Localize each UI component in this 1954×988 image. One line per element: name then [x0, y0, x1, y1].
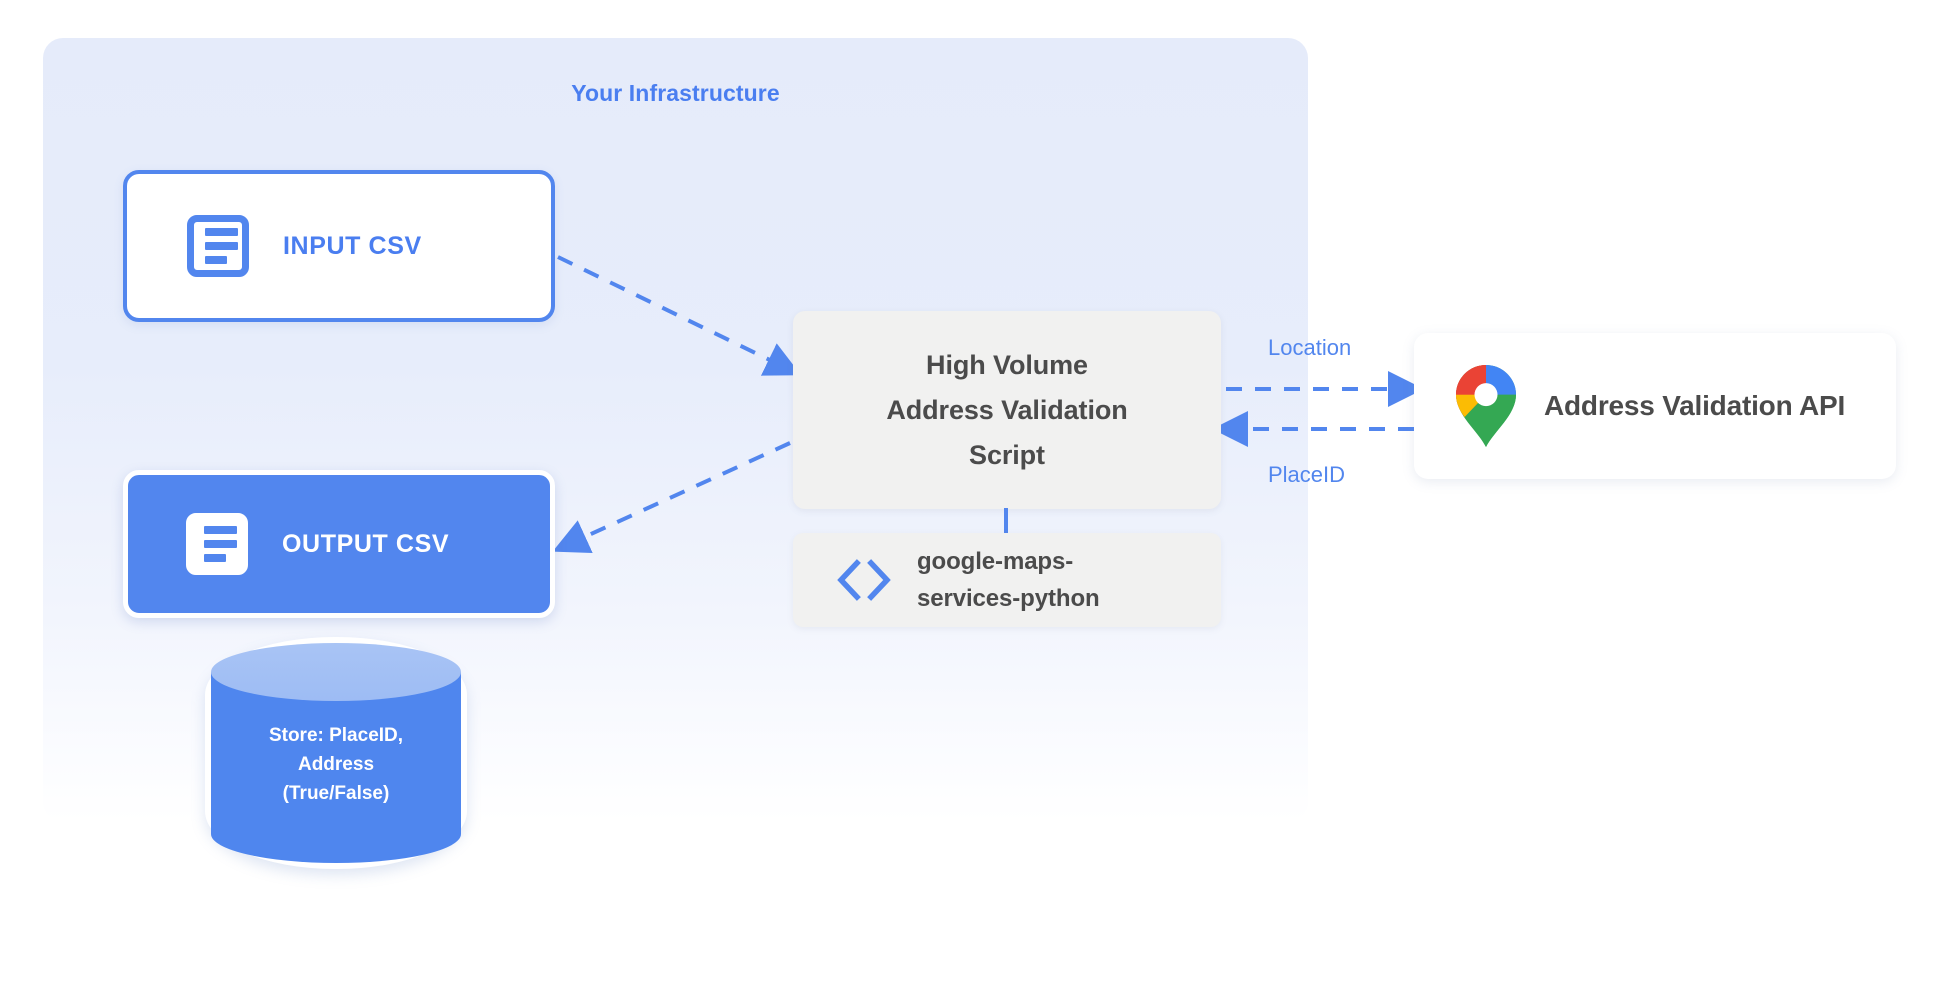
- api-label: Address Validation API: [1544, 390, 1846, 421]
- output-csv-label: OUTPUT CSV: [282, 529, 450, 558]
- panel-title: Your Infrastructure: [571, 80, 780, 106]
- database-label: Store: PlaceID, Address (True/False): [211, 721, 461, 808]
- database-node[interactable]: Store: PlaceID, Address (True/False): [205, 637, 467, 869]
- library-line-2: services-python: [917, 585, 1100, 612]
- document-icon: [186, 513, 248, 575]
- connector-label-location: Location: [1268, 335, 1352, 360]
- input-csv-node[interactable]: INPUT CSV: [123, 170, 555, 322]
- database-line-1: Store: PlaceID,: [268, 725, 404, 746]
- connector-label-placeid: PlaceID: [1268, 462, 1346, 487]
- script-node[interactable]: High Volume Address Validation Script: [793, 311, 1221, 509]
- database-line-2: Address: [297, 754, 375, 775]
- library-label: google-maps- services-python: [917, 543, 1100, 617]
- script-library-connector: [1004, 508, 1008, 533]
- library-line-1: google-maps-: [917, 548, 1074, 575]
- script-line-3: Script: [969, 439, 1045, 470]
- document-icon: [187, 215, 249, 277]
- google-maps-pin-icon: [1456, 365, 1516, 447]
- script-line-1: High Volume: [926, 349, 1088, 380]
- output-csv-node[interactable]: OUTPUT CSV: [123, 470, 555, 618]
- library-node[interactable]: google-maps- services-python: [793, 533, 1221, 627]
- input-csv-label: INPUT CSV: [283, 231, 422, 260]
- script-line-2: Address Validation: [886, 394, 1128, 425]
- database-line-3: (True/False): [282, 783, 390, 804]
- cylinder-top: [211, 643, 461, 701]
- code-icon: [837, 559, 891, 601]
- script-label: High Volume Address Validation Script: [886, 343, 1127, 478]
- address-validation-api-node[interactable]: Address Validation API: [1414, 333, 1896, 479]
